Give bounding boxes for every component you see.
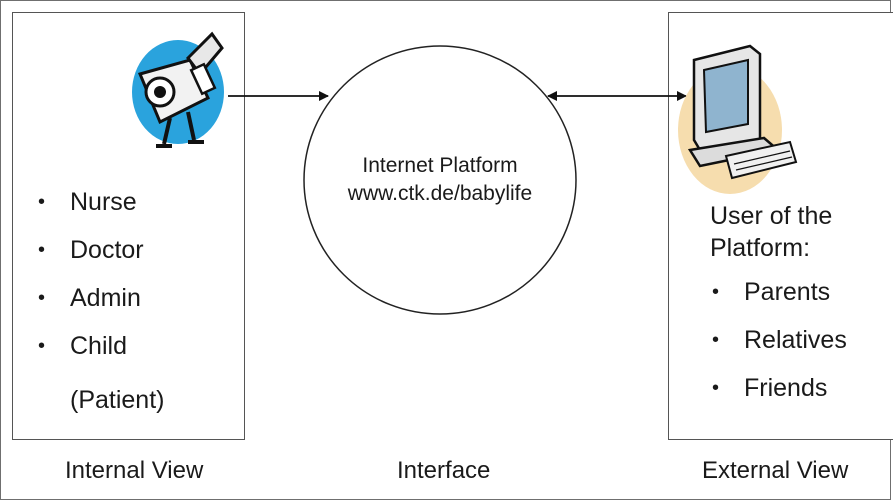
video-camera-icon <box>132 31 224 148</box>
list-item: •Parents <box>712 278 831 306</box>
list-item: •Child <box>38 332 127 360</box>
user-heading-line2: Platform: <box>710 234 811 262</box>
platform-url: www.ctk.de/babylife <box>347 182 533 205</box>
user-label: Parents <box>744 278 831 306</box>
user-heading: User of the Platform: <box>710 200 832 264</box>
internet-platform-circle <box>303 45 577 315</box>
list-item: •Doctor <box>38 236 144 264</box>
internal-roles-list: •Nurse •Doctor •Admin •Child <box>32 178 144 370</box>
role-label: Admin <box>70 284 141 312</box>
child-note: (Patient) <box>70 386 165 414</box>
user-label: Relatives <box>744 326 847 354</box>
user-heading-line1: User of the <box>710 202 833 230</box>
role-label: Doctor <box>70 236 144 264</box>
desktop-computer-icon <box>678 44 798 194</box>
platform-title: Internet Platform <box>362 154 518 177</box>
list-item: •Friends <box>712 374 828 402</box>
list-item: •Admin <box>38 284 141 312</box>
role-label: Child <box>70 332 127 360</box>
caption-external-view: External View <box>702 457 849 484</box>
external-users-list: •Parents •Relatives •Friends <box>706 268 847 412</box>
list-item: •Nurse <box>38 188 137 216</box>
list-item: •Relatives <box>712 326 847 354</box>
caption-internal-view: Internal View <box>65 457 204 484</box>
user-label: Friends <box>744 374 828 402</box>
role-label: Nurse <box>70 188 137 216</box>
caption-interface: Interface <box>397 457 491 484</box>
